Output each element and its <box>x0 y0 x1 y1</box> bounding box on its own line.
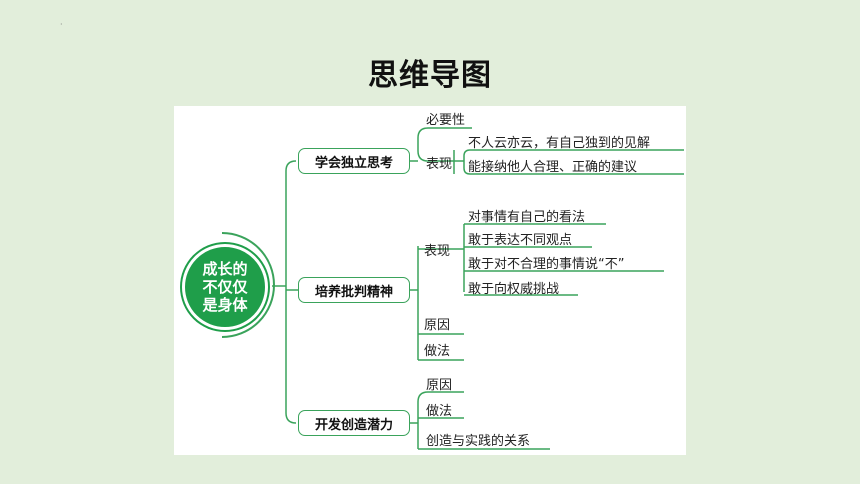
leaf-label: 能接纳他人合理、正确的建议 <box>468 160 638 175</box>
leaf-label: 表现 <box>426 157 453 172</box>
center-node: 成长的不仅仅是身体 <box>182 244 268 330</box>
mind-map: 成长的不仅仅是身体 学会独立思考 培养批判精神 开发创造潜力 必要性 表现 不人… <box>174 106 686 455</box>
connector-lines <box>221 127 684 450</box>
leaf-label: 不人云亦云，有自己独到的见解 <box>468 136 651 151</box>
leaf-label: 原因 <box>424 318 451 333</box>
branch-node-creative-potential: 开发创造潜力 <box>298 410 410 436</box>
leaf-label: 敢于对不合理的事情说“不” <box>468 257 625 272</box>
branch-node-critical-spirit: 培养批判精神 <box>298 277 410 303</box>
center-node-label: 成长的不仅仅是身体 <box>202 260 248 314</box>
leaf-label: 表现 <box>424 244 451 259</box>
leaf-label: 敢于表达不同观点 <box>468 233 573 248</box>
leaf-label: 原因 <box>426 378 453 393</box>
corner-dot: · <box>60 20 63 29</box>
leaf-label: 对事情有自己的看法 <box>468 210 586 225</box>
branch-node-independent-thinking: 学会独立思考 <box>298 148 410 174</box>
leaf-label: 做法 <box>426 404 453 419</box>
leaf-label: 做法 <box>424 344 451 359</box>
leaf-label: 敢于向权威挑战 <box>468 282 560 297</box>
leaf-label: 必要性 <box>426 113 466 128</box>
leaf-label: 创造与实践的关系 <box>426 434 531 449</box>
page-title: 思维导图 <box>368 58 492 93</box>
